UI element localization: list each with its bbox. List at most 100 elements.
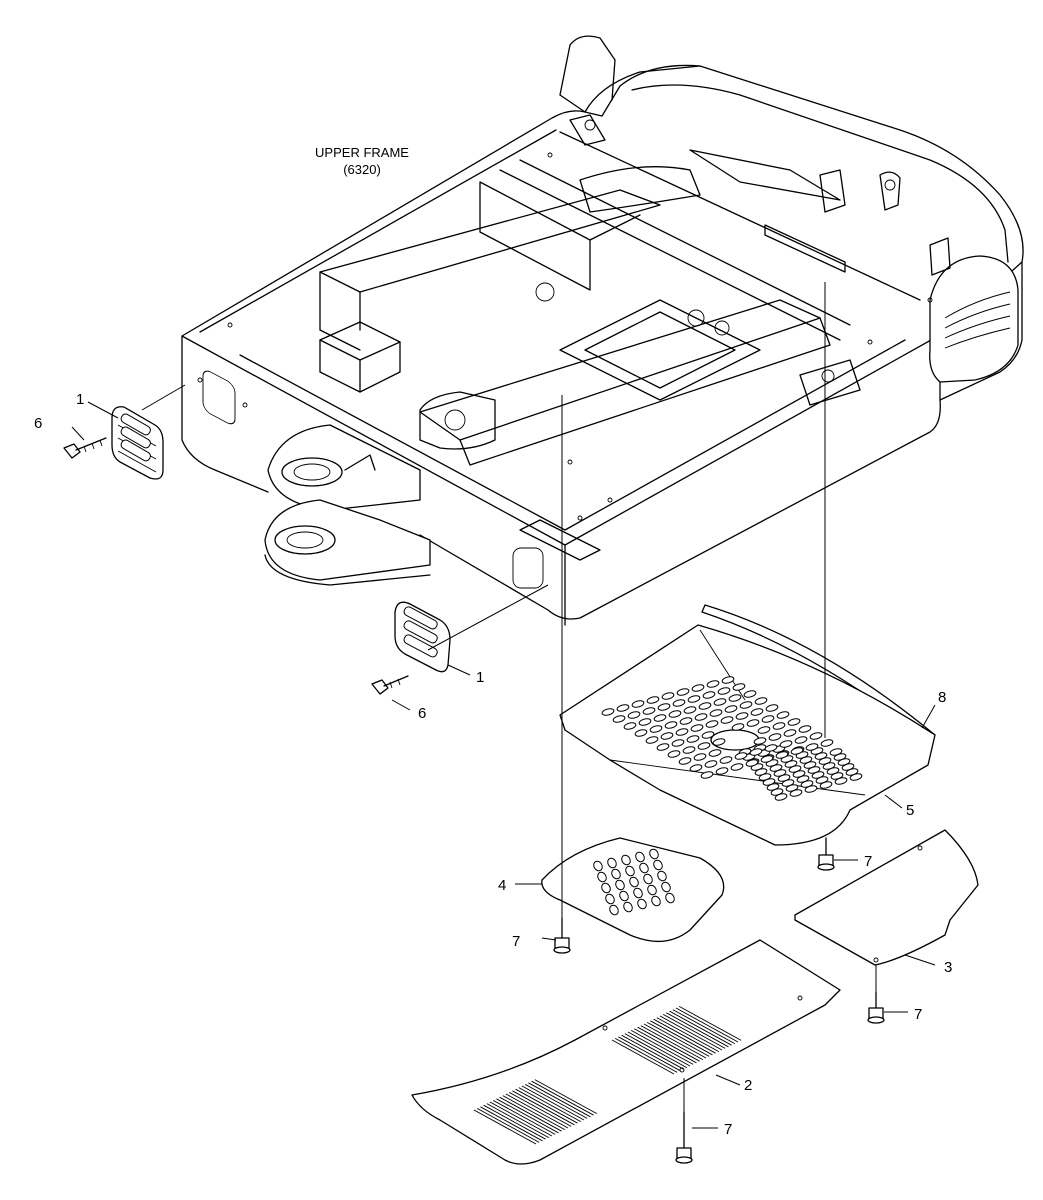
perforation-slot bbox=[743, 690, 757, 698]
perforation-slot bbox=[746, 719, 760, 727]
perforation-slot bbox=[653, 714, 667, 722]
louver-line bbox=[521, 1085, 585, 1121]
part-4-perforated-cover bbox=[541, 837, 725, 943]
louver-line bbox=[653, 1018, 716, 1054]
perforation-slot bbox=[691, 684, 705, 692]
perforation-slot bbox=[772, 722, 786, 730]
perforation-slot bbox=[634, 729, 648, 737]
louver-line bbox=[624, 1033, 688, 1068]
perforation-slot bbox=[646, 696, 660, 704]
louver-line bbox=[672, 1009, 736, 1044]
perforation-slot bbox=[768, 733, 782, 741]
part-7-bolt-d bbox=[675, 1111, 693, 1164]
perforation-slot bbox=[661, 881, 671, 893]
perforation-slot bbox=[734, 752, 748, 760]
perforation-slot bbox=[708, 749, 722, 757]
perforation-slot bbox=[682, 746, 696, 754]
callout-1-upper: 1 bbox=[76, 391, 84, 408]
perforation-slot bbox=[702, 691, 716, 699]
perforation-slot bbox=[635, 851, 645, 863]
louver-line bbox=[492, 1100, 556, 1135]
louver-line bbox=[662, 1014, 726, 1049]
perforation-slot bbox=[719, 756, 733, 764]
perforation-slot bbox=[783, 729, 797, 737]
perforation-slot bbox=[712, 738, 726, 746]
callout-6-upper: 6 bbox=[34, 415, 42, 432]
perforation-slot bbox=[593, 860, 603, 872]
perforation-slot bbox=[749, 748, 763, 756]
perforation-slot bbox=[731, 723, 745, 731]
louver-line bbox=[489, 1101, 553, 1137]
part-1-grille-upper bbox=[111, 406, 164, 480]
louver-line bbox=[499, 1096, 562, 1132]
perforation-slot bbox=[605, 893, 615, 905]
part-7-bolt-b bbox=[817, 837, 835, 871]
perforation-slot bbox=[764, 744, 778, 752]
perforation-slot bbox=[656, 743, 670, 751]
frame-label-code: (6320) bbox=[343, 162, 381, 177]
callout-7-a: 7 bbox=[512, 933, 520, 950]
perforation-slot bbox=[647, 884, 657, 896]
louver-line bbox=[669, 1010, 732, 1046]
louver-line bbox=[634, 1028, 697, 1064]
perforation-slot bbox=[779, 740, 793, 748]
perforation-slot bbox=[753, 737, 767, 745]
perforation-slot bbox=[715, 767, 729, 775]
perforation-slot bbox=[790, 747, 804, 755]
part-7-bolt-a bbox=[553, 917, 571, 954]
perforation-slot bbox=[638, 718, 652, 726]
perforation-slot bbox=[678, 757, 692, 765]
louver-line bbox=[534, 1079, 598, 1114]
perforation-slot bbox=[679, 717, 693, 725]
louver-line bbox=[646, 1022, 710, 1057]
perforation-slot bbox=[706, 680, 720, 688]
perforation-slot bbox=[694, 713, 708, 721]
perforation-slot bbox=[775, 751, 789, 759]
louver-line bbox=[473, 1109, 537, 1145]
perforation-slot bbox=[735, 712, 749, 720]
louver-line bbox=[675, 1007, 739, 1043]
louver-line bbox=[611, 1039, 675, 1075]
perforation-slot bbox=[689, 764, 703, 772]
perforation-slot bbox=[820, 739, 834, 747]
perforation-slot bbox=[717, 687, 731, 695]
louver-line bbox=[637, 1026, 700, 1062]
perforation-slot bbox=[639, 862, 649, 874]
perforation-slot bbox=[757, 726, 771, 734]
callout-2: 2 bbox=[744, 1077, 752, 1094]
perforation-slot bbox=[724, 705, 738, 713]
perforation-slot bbox=[730, 763, 744, 771]
perforation-slot bbox=[693, 753, 707, 761]
perforation-slot bbox=[597, 871, 607, 883]
upper-frame bbox=[181, 35, 1024, 626]
louver-line bbox=[531, 1080, 594, 1116]
louver-line bbox=[528, 1082, 591, 1118]
perforation-slot bbox=[686, 735, 700, 743]
louver-line bbox=[627, 1031, 691, 1067]
leader-lines bbox=[71, 282, 936, 1129]
louver-line bbox=[480, 1106, 543, 1142]
perforation-slot bbox=[700, 771, 714, 779]
part-4-slot-pattern bbox=[593, 848, 675, 916]
perforation-slot bbox=[720, 716, 734, 724]
perforation-slot bbox=[676, 688, 690, 696]
callout-7-b: 7 bbox=[864, 853, 872, 870]
louver-line bbox=[496, 1098, 559, 1134]
louver-line bbox=[630, 1030, 694, 1065]
perforation-slot bbox=[616, 704, 630, 712]
perforation-slot bbox=[754, 697, 768, 705]
perforation-slot bbox=[657, 870, 667, 882]
callout-7-c: 7 bbox=[914, 1006, 922, 1023]
part-7-bolt-c bbox=[867, 991, 885, 1024]
perforation-slot bbox=[697, 742, 711, 750]
perforation-slot bbox=[615, 879, 625, 891]
perforation-slot bbox=[625, 865, 635, 877]
perforation-slot bbox=[721, 676, 735, 684]
perforation-slot bbox=[642, 707, 656, 715]
louver-line bbox=[643, 1023, 707, 1059]
louver-line bbox=[508, 1092, 572, 1127]
perforation-slot bbox=[633, 887, 643, 899]
louver-line bbox=[476, 1108, 540, 1143]
perforation-slot bbox=[728, 694, 742, 702]
callout-7-d: 7 bbox=[724, 1121, 732, 1138]
